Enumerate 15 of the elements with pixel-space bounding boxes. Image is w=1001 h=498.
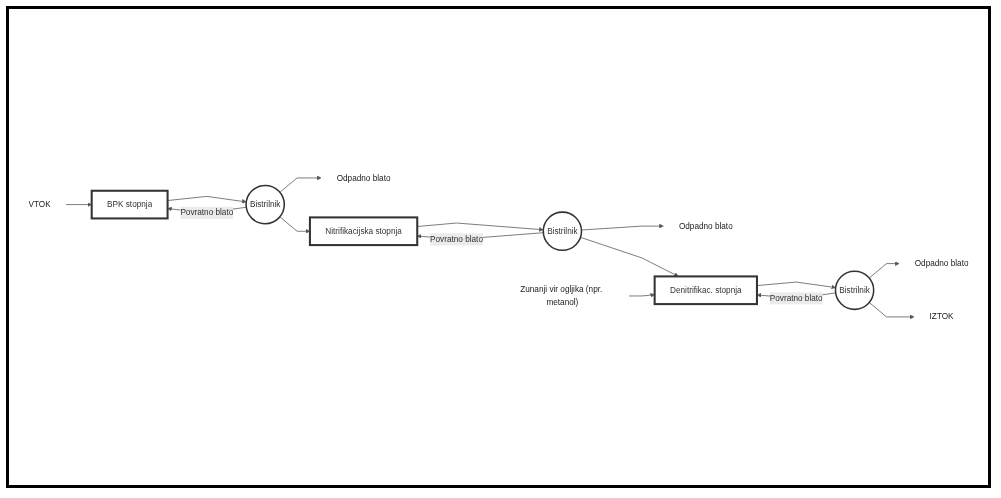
node-text: Zunanji vir ogljika (npr. metanol): [520, 284, 603, 306]
node-text: Odpadno blato: [678, 221, 733, 230]
node-circle: Bistrilnik: [245, 184, 286, 225]
node-box: BPK stopnja: [90, 189, 169, 220]
node-text: VTOK: [28, 199, 51, 209]
node-text: IZTOK: [929, 311, 954, 321]
edge-label: Povratno blato: [769, 293, 823, 303]
edge-label: Povratno blato: [430, 234, 483, 244]
node-text: Odpadno blato: [914, 258, 969, 268]
edge-label: Povratno blato: [180, 207, 234, 217]
node-box: Denitrifikac. stopnja: [653, 274, 758, 305]
node-circle: Bistrilnik: [834, 269, 875, 310]
node-box: Nitrifikacijska stopnja: [308, 215, 419, 246]
node-circle: Bistrilnik: [542, 210, 583, 251]
node-text: Odpadno blato: [336, 172, 391, 182]
